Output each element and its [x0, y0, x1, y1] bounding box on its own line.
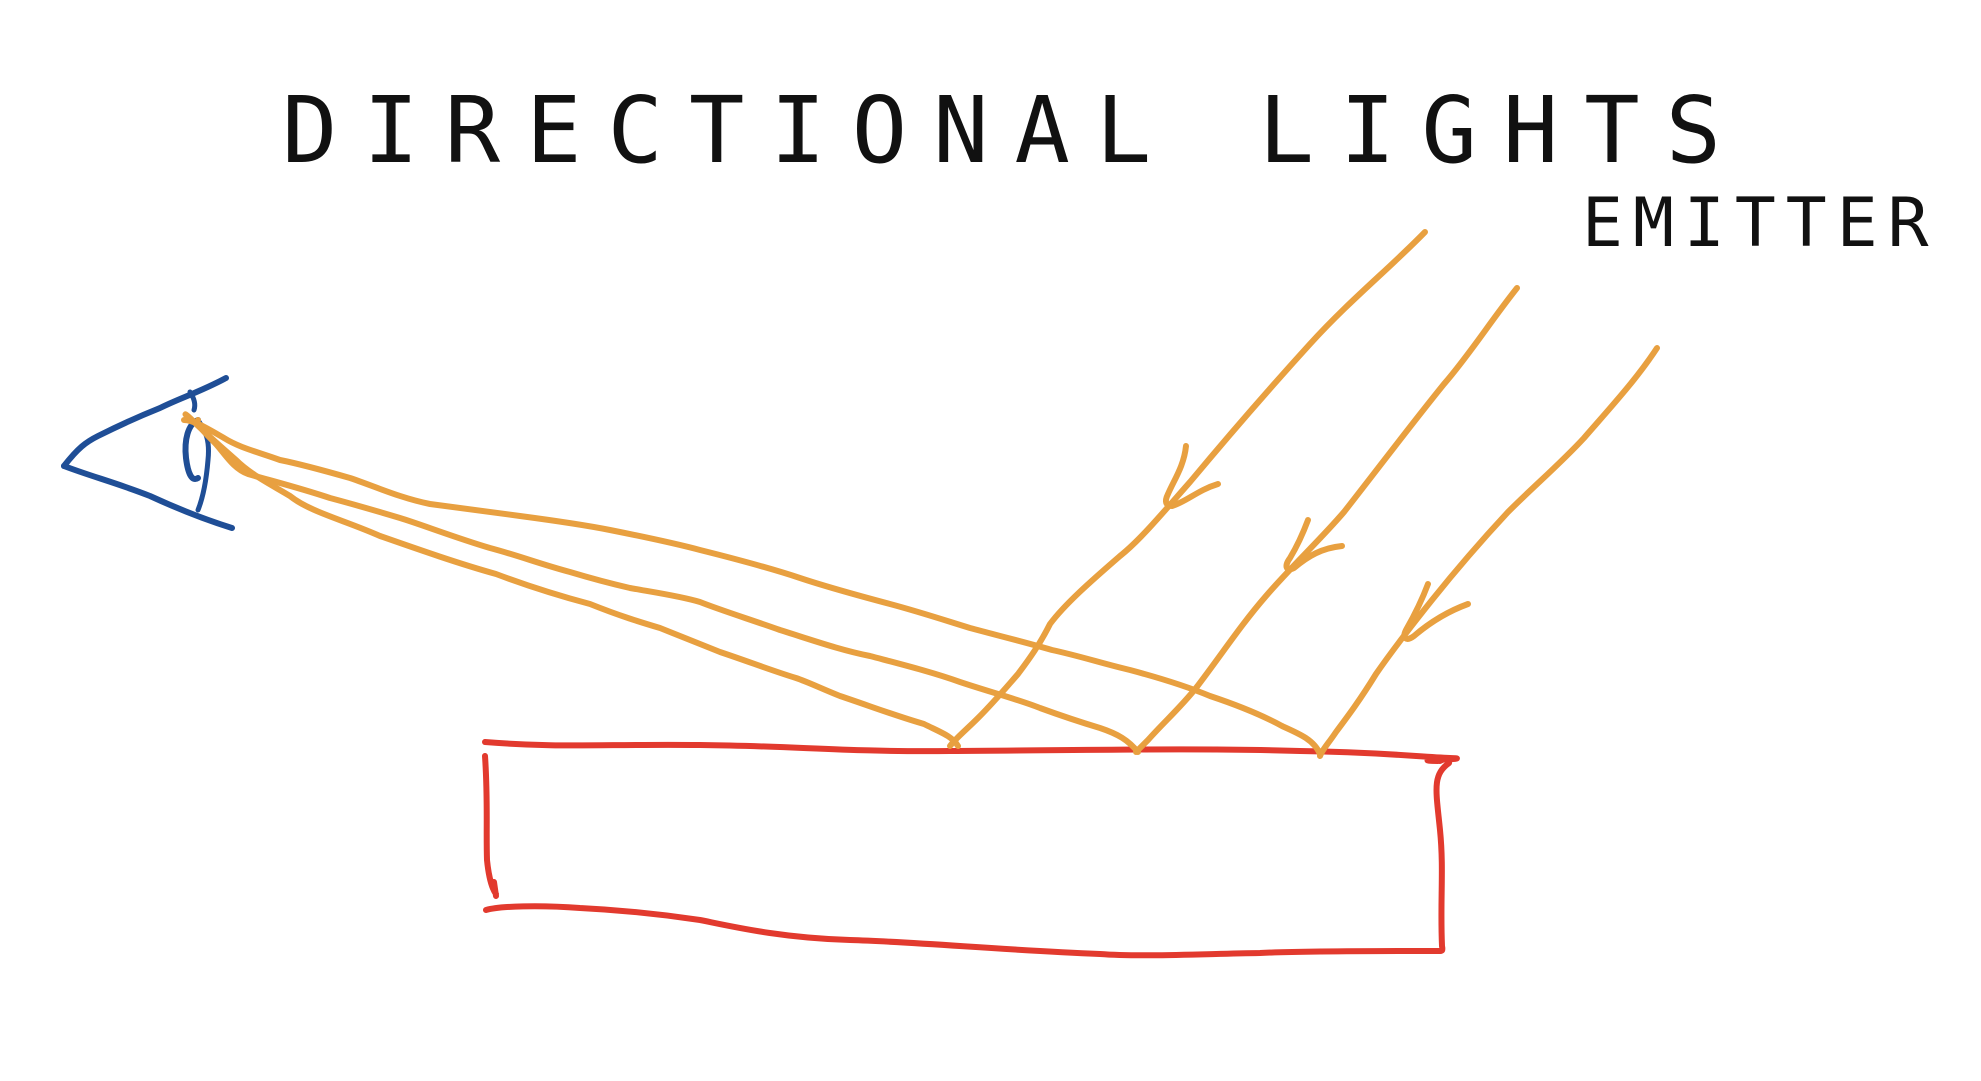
- arrow-head-icon: [1162, 443, 1471, 642]
- incoming-ray-2: [1133, 285, 1520, 755]
- incoming-ray-3: [1317, 345, 1660, 759]
- reflected-light-rays: [181, 411, 1323, 757]
- eye-icon: [61, 375, 235, 531]
- surface-box: [482, 739, 1460, 959]
- reflected-ray-3: [181, 417, 1323, 757]
- reflected-ray-2: [194, 417, 1141, 755]
- incoming-ray-1: [947, 229, 1428, 749]
- reflected-ray-1: [182, 411, 961, 749]
- emitter-label: EMITTER: [1582, 184, 1939, 263]
- diagram-title: DIRECTIONAL LIGHTS: [282, 77, 1747, 184]
- incoming-light-rays: [947, 229, 1660, 759]
